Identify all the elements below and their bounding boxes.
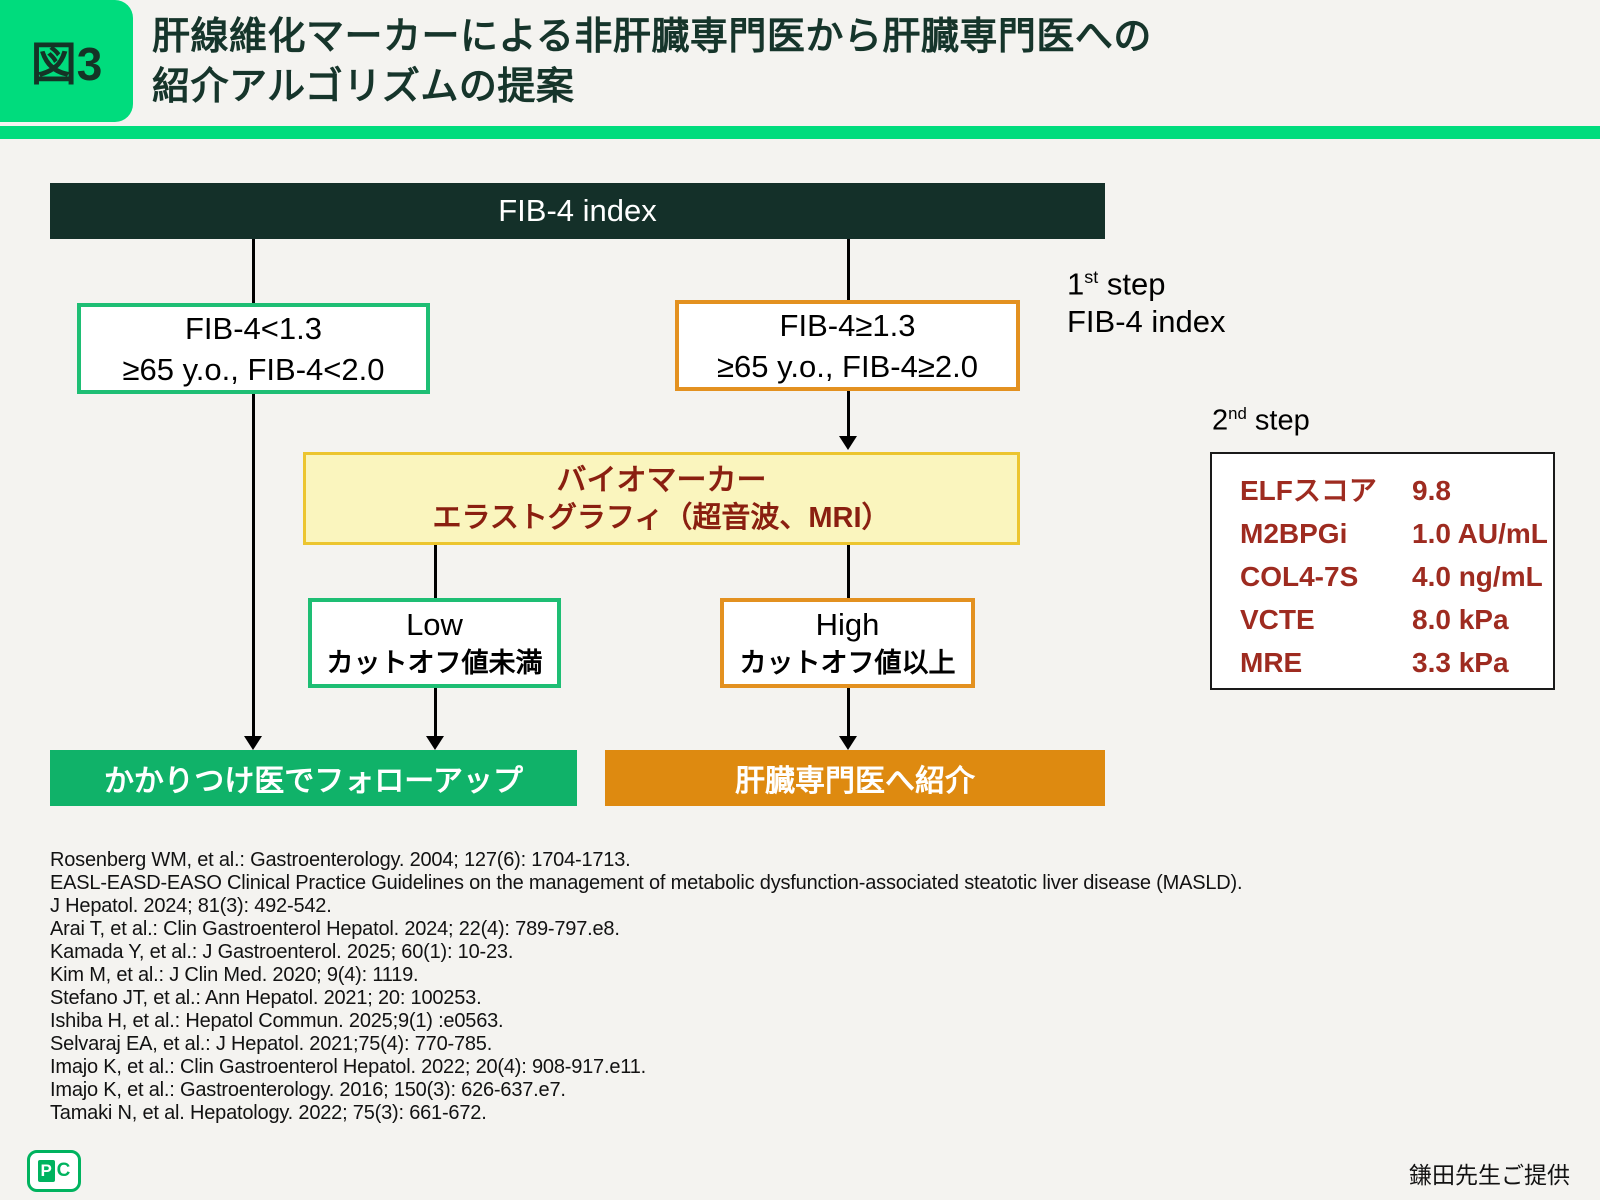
cutoff-low-box: Low カットオフ値未満 (308, 598, 561, 688)
connector-biomarker-to-high (846, 545, 850, 598)
outcome-followup-box: かかりつけ医でフォローアップ (50, 750, 577, 806)
biomarker-elastography-box: バイオマーカー エラストグラフィ（超音波、MRI） (303, 452, 1020, 545)
cutoff-table: ELFスコア 9.8 M2BPGi 1.0 AU/mL COL4-7S 4.0 ng/… (1210, 452, 1555, 690)
branch-low-line2: ≥65 y.o., FIB-4<2.0 (122, 351, 385, 387)
cutoff-table-row: ELFスコア 9.8 (1240, 469, 1553, 512)
cutoff-low-line1: Low (406, 607, 463, 642)
reference-line: Selvaraj EA, et al.: J Hepatol. 2021;75(… (50, 1033, 493, 1055)
cutoff-label: M2BPGi (1240, 518, 1348, 549)
references-list: Rosenberg WM, et al.: Gastroenterology. … (50, 849, 1243, 1125)
biomarker-line1: バイオマーカー (556, 463, 767, 497)
step1-number: 1 (1067, 266, 1085, 302)
logo-letter-c: C (56, 1160, 71, 1181)
cutoff-high-box: High カットオフ値以上 (720, 598, 975, 688)
reference-line: Imajo K, et al.: Gastroenterology. 2016;… (50, 1079, 566, 1101)
arrowhead-left-outcome (244, 736, 262, 750)
cutoff-high-line2: カットオフ値以上 (739, 648, 956, 678)
cutoff-value: 3.3 kPa (1412, 647, 1509, 678)
cutoff-low-line2: カットオフ値未満 (326, 648, 543, 678)
branch-low-line1: FIB-4<1.3 (185, 310, 322, 346)
reference-line: Tamaki N, et al. Hepatology. 2022; 75(3)… (50, 1102, 487, 1124)
reference-line: J Hepatol. 2024; 81(3): 492-542. (50, 895, 332, 917)
cutoff-table-row: COL4-7S 4.0 ng/mL (1240, 555, 1553, 598)
publisher-logo-icon: P C (27, 1150, 81, 1192)
arrowhead-high-outcome (839, 736, 857, 750)
cutoff-label: VCTE (1240, 604, 1315, 635)
reference-line: Arai T, et al.: Clin Gastroenterol Hepat… (50, 918, 620, 940)
figure-title-line1: 肝線維化マーカーによる非肝臓専門医から肝臓専門医への (152, 16, 1152, 58)
step1-superscript: st (1084, 267, 1099, 287)
reference-line: Rosenberg WM, et al.: Gastroenterology. … (50, 849, 631, 871)
header-accent-bar (0, 126, 1600, 139)
cutoff-table-row: M2BPGi 1.0 AU/mL (1240, 512, 1553, 555)
connector-left-to-outcome (251, 394, 255, 738)
step2-label: 2nd step (1212, 404, 1310, 438)
arrowhead-biomarker (839, 436, 857, 450)
branch-high-line1: FIB-4≥1.3 (779, 307, 916, 343)
cutoff-label: COL4-7S (1240, 561, 1359, 592)
reference-line: Imajo K, et al.: Clin Gastroenterol Hepa… (50, 1056, 646, 1078)
cutoff-high-line1: High (815, 607, 880, 642)
step1-label: 1st step FIB-4 index (1067, 258, 1226, 341)
connector-biomarker-to-low (433, 545, 437, 598)
credit-text: 鎌田先生ご提供 (1409, 1162, 1570, 1188)
figure-title-line2: 紹介アルゴリズムの提案 (152, 66, 575, 108)
figure-title: 肝線維化マーカーによる非肝臓専門医から肝臓専門医への 紹介アルゴリズムの提案 (152, 12, 1152, 112)
reference-line: Ishiba H, et al.: Hepatol Commun. 2025;9… (50, 1010, 504, 1032)
arrowhead-low-outcome (426, 736, 444, 750)
step2-superscript: nd (1228, 404, 1247, 423)
reference-line: Stefano JT, et al.: Ann Hepatol. 2021; 2… (50, 987, 482, 1009)
cutoff-table-row: VCTE 8.0 kPa (1240, 598, 1553, 641)
step1-subtitle: FIB-4 index (1067, 304, 1226, 340)
cutoff-label: ELFスコア (1240, 475, 1377, 506)
flowchart-root-fib4-index: FIB-4 index (50, 183, 1105, 239)
connector-root-to-left (251, 239, 255, 303)
outcome-referral-box: 肝臓専門医へ紹介 (605, 750, 1105, 806)
cutoff-value: 4.0 ng/mL (1412, 561, 1543, 592)
step2-word: step (1246, 404, 1310, 437)
connector-low-to-outcome (433, 688, 437, 738)
cutoff-label: MRE (1240, 647, 1303, 678)
figure-number-badge: 図3 (0, 0, 133, 122)
connector-right-to-biomarker (846, 391, 850, 438)
reference-line: EASL-EASD-EASO Clinical Practice Guideli… (50, 872, 1243, 894)
reference-line: Kim M, et al.: J Clin Med. 2020; 9(4): 1… (50, 964, 419, 986)
cutoff-table-row: MRE 3.3 kPa (1240, 641, 1553, 684)
connector-high-to-outcome (846, 688, 850, 738)
step1-word: step (1098, 266, 1166, 302)
connector-root-to-right (846, 239, 850, 300)
branch-box-fib4-low: FIB-4<1.3 ≥65 y.o., FIB-4<2.0 (77, 303, 430, 394)
biomarker-line2: エラストグラフィ（超音波、MRI） (432, 501, 891, 534)
cutoff-value: 9.8 (1412, 475, 1451, 506)
branch-high-line2: ≥65 y.o., FIB-4≥2.0 (717, 348, 978, 384)
logo-letter-p: P (37, 1160, 55, 1182)
cutoff-value: 8.0 kPa (1412, 604, 1509, 635)
cutoff-value: 1.0 AU/mL (1412, 518, 1548, 549)
reference-line: Kamada Y, et al.: J Gastroenterol. 2025;… (50, 941, 514, 963)
step2-number: 2 (1212, 404, 1229, 437)
branch-box-fib4-high: FIB-4≥1.3 ≥65 y.o., FIB-4≥2.0 (675, 300, 1020, 391)
